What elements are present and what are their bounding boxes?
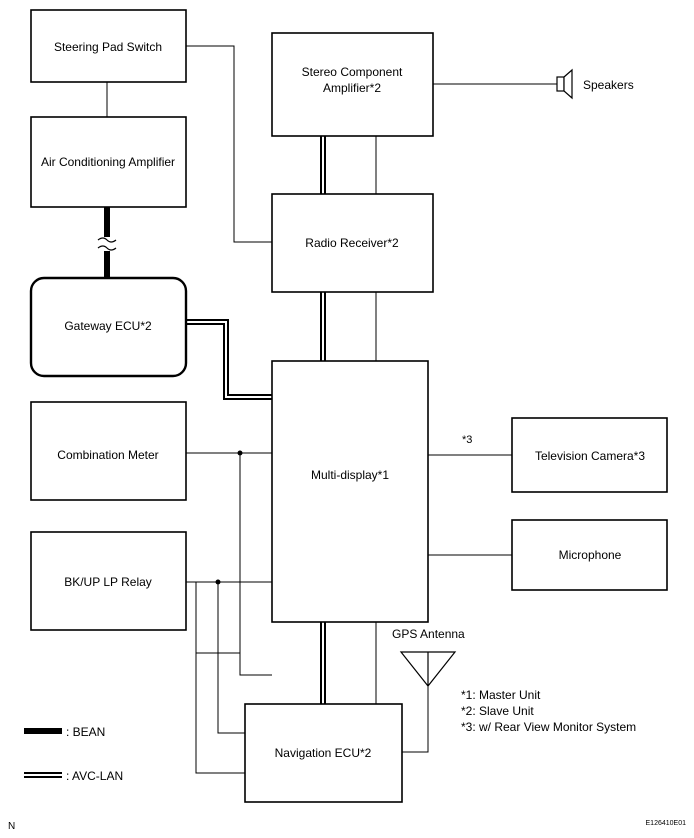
navigation-ecu-label: Navigation ECU*2 [275, 746, 372, 760]
corner-mark-left: N [8, 821, 15, 832]
air-conditioning-amplifier-label: Air Conditioning Amplifier [41, 155, 175, 169]
junction-dot-meter [237, 450, 243, 456]
stereo-amplifier-label-1: Stereo Component [302, 65, 403, 79]
television-camera-box [511, 417, 668, 493]
steering-pad-switch-box [30, 9, 187, 83]
legend-avc-label: : AVC-LAN [66, 769, 123, 783]
bkup-lp-relay-label: BK/UP LP Relay [64, 575, 152, 589]
wire-relay-junction [217, 582, 245, 734]
thin-wires [106, 45, 557, 774]
steering-pad-switch-label: Steering Pad Switch [54, 40, 162, 54]
microphone-box [511, 519, 668, 591]
television-camera-label: Television Camera*3 [535, 449, 645, 463]
gps-antenna-label: GPS Antenna [392, 627, 465, 641]
wire-relay-loop-b [195, 653, 245, 774]
bean-break-bottom [97, 245, 117, 251]
figure-code: E126410E01 [646, 820, 687, 827]
speakers-label: Speakers [583, 78, 634, 92]
bean-bus [97, 207, 117, 278]
wire-steering-radio [186, 45, 272, 243]
note-1: *1: Master Unit [461, 688, 541, 702]
navigation-ecu-box [244, 703, 403, 803]
note-3: *3: w/ Rear View Monitor System [461, 720, 636, 734]
speaker-icon [556, 68, 573, 100]
combination-meter-box [30, 401, 187, 501]
stereo-amplifier-box [271, 32, 434, 137]
radio-receiver-label: Radio Receiver*2 [305, 236, 399, 250]
stereo-amplifier-label-2: Amplifier*2 [323, 81, 381, 95]
multi-display-box [271, 360, 429, 623]
legend: : BEAN : AVC-LAN [24, 725, 123, 783]
note-2: *2: Slave Unit [461, 704, 534, 718]
legend-bean-label: : BEAN [66, 725, 105, 739]
multi-display-label: Multi-display*1 [311, 468, 389, 482]
combination-meter-label: Combination Meter [57, 448, 158, 462]
microphone-label: Microphone [559, 548, 622, 562]
tv-camera-note: *3 [462, 434, 472, 446]
bkup-lp-relay-box [30, 531, 187, 631]
gateway-ecu-label: Gateway ECU*2 [64, 319, 152, 333]
radio-receiver-box [271, 193, 434, 293]
wire-gps-nav [402, 686, 429, 753]
air-conditioning-amplifier-box [30, 116, 187, 208]
junction-dot-relay [215, 579, 221, 585]
bean-break-top [97, 237, 117, 243]
gateway-ecu-box [29, 276, 188, 378]
avc-lan-bus [186, 136, 326, 704]
wire-meter-junction [239, 453, 272, 676]
antenna-icon [399, 651, 457, 687]
